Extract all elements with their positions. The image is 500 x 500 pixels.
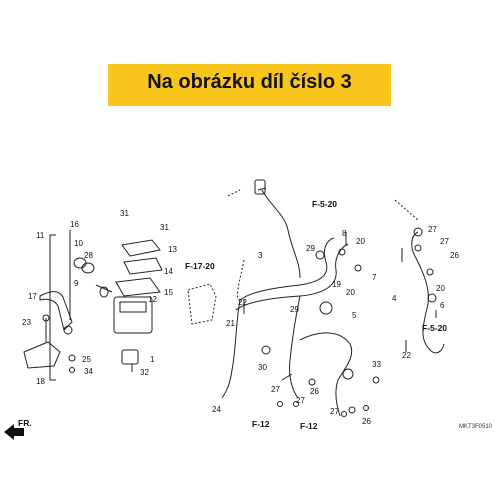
part-14: 14 [164,267,173,276]
part-5: 5 [352,311,357,320]
part-31a: 31 [120,209,129,218]
reservoir-cap-13 [121,239,161,257]
ref-part-f17 [187,283,217,325]
part-19: 19 [332,280,341,289]
part-28: 28 [84,251,93,260]
part-25: 25 [82,355,91,364]
part-30: 30 [258,363,267,372]
banjo-top [254,179,266,195]
hose-4 [411,231,445,354]
front-label: FR. [18,418,32,428]
plate-15 [115,277,161,297]
part-31b: 31 [160,223,169,232]
part-9: 9 [74,279,79,288]
part-15: 15 [164,288,173,297]
hose-3 [261,189,301,279]
title-banner: Na obrázku díl číslo 3 [108,64,391,106]
part-12: 12 [148,295,157,304]
part-20b: 20 [346,288,355,297]
part-24: 24 [212,405,221,414]
part-labels: 1 12 3 4 5 6 7 8 9 10 11 13 14 15 16 17 … [22,209,459,426]
ref-f-17-20: F-17-20 [185,261,215,271]
ref-f-12-right: F-12 [300,421,318,431]
part-3: 3 [258,251,263,260]
spring-9 [95,284,113,293]
title-text: Na obrázku díl číslo 3 [147,71,352,93]
part-16: 16 [70,220,79,229]
holder-18 [23,341,61,369]
part-32: 32 [140,368,149,377]
part-27a: 27 [428,225,437,234]
part-1: 1 [150,355,155,364]
part-17: 17 [28,292,37,301]
part-22b: 22 [238,298,247,307]
front-arrow-icon: FR. [4,418,32,440]
diaphragm-14 [123,257,163,275]
part-20a: 20 [356,237,365,246]
ref-f-12-left: F-12 [252,419,270,429]
part-6: 6 [440,301,445,310]
diagram-code: MKT3F0510 [458,424,492,430]
brake-lever-17 [39,291,73,331]
part-27e: 27 [330,407,339,416]
part-27b: 27 [440,237,449,246]
hose-7 [235,243,349,311]
master-cylinder-window [119,301,147,313]
part-4: 4 [392,294,397,303]
part-26a: 26 [450,251,459,260]
part-29a: 29 [306,244,315,253]
part-21: 21 [226,319,235,328]
part-23: 23 [22,318,31,327]
master-cylinder-body [113,296,153,334]
part-10: 10 [74,239,83,248]
part-26c: 26 [362,417,371,426]
part-20c: 20 [436,284,445,293]
seal-28 [81,262,95,274]
part-27d: 27 [296,396,305,405]
part-7: 7 [372,273,377,282]
part-33: 33 [372,360,381,369]
part-27c: 27 [271,385,280,394]
part-13: 13 [168,245,177,254]
switch-1 [121,349,139,365]
part-29b: 29 [290,305,299,314]
part-22a: 22 [402,351,411,360]
part-11: 11 [36,231,45,240]
hose-lower [299,332,353,417]
ref-f-5-20-right: F-5-20 [422,323,447,333]
part-8: 8 [342,229,347,238]
part-34: 34 [84,367,93,376]
part-18: 18 [36,377,45,386]
ref-f-5-20-top: F-5-20 [312,199,337,209]
hose-5 [239,237,335,301]
bracket-11 [49,234,56,381]
part-26b: 26 [310,387,319,396]
